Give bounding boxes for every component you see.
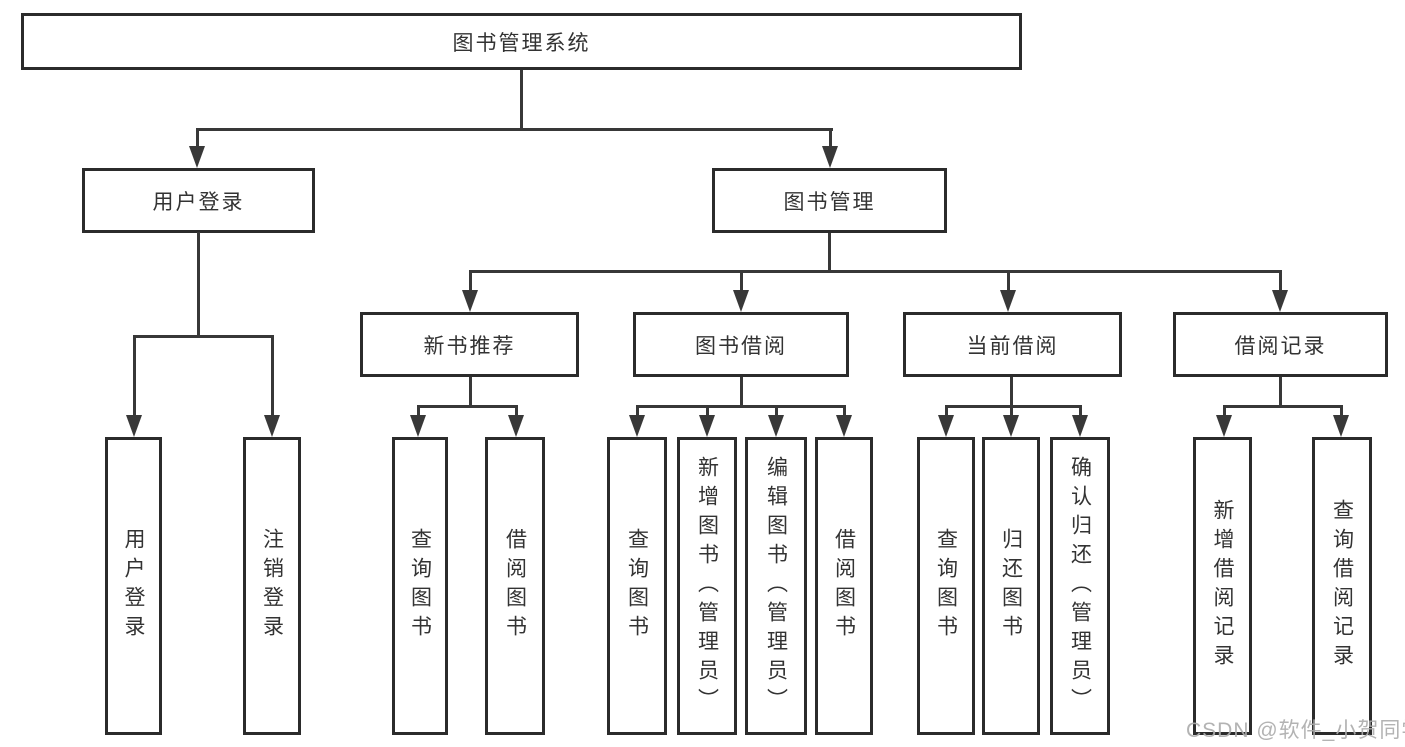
connector-line xyxy=(469,270,472,292)
connector-line xyxy=(843,405,846,417)
connector-line xyxy=(520,70,523,128)
leaf-query-books-current: 查询图书 xyxy=(917,437,975,735)
node-current-borrowing: 当前借阅 xyxy=(903,312,1122,377)
connector-line xyxy=(469,377,472,408)
connector-line xyxy=(1279,377,1282,408)
connector-line xyxy=(271,335,274,415)
connector-line xyxy=(417,405,420,417)
arrow-down-icon xyxy=(126,415,142,437)
leaf-query-books-recommend: 查询图书 xyxy=(392,437,448,735)
leaf-user-login: 用户登录 xyxy=(105,437,162,735)
leaf-add-borrow-record: 新增借阅记录 xyxy=(1193,437,1252,735)
arrow-down-icon xyxy=(733,290,749,312)
node-library-management-system: 图书管理系统 xyxy=(21,13,1022,70)
arrow-down-icon xyxy=(768,415,784,437)
connector-line xyxy=(636,405,845,408)
connector-line xyxy=(1010,377,1013,408)
connector-line xyxy=(133,335,274,338)
node-book-borrowing: 图书借阅 xyxy=(633,312,849,377)
node-new-book-recommend: 新书推荐 xyxy=(360,312,579,377)
arrow-down-icon xyxy=(1000,290,1016,312)
node-borrowing-records: 借阅记录 xyxy=(1173,312,1388,377)
arrow-down-icon xyxy=(836,415,852,437)
connector-line xyxy=(1079,405,1082,417)
arrow-down-icon xyxy=(1333,415,1349,437)
connector-line xyxy=(196,128,199,148)
leaf-query-borrow-record: 查询借阅记录 xyxy=(1312,437,1372,735)
leaf-edit-books-admin: 编辑图书（管理员） xyxy=(745,437,807,735)
leaf-query-books-borrowing: 查询图书 xyxy=(607,437,667,735)
connector-line xyxy=(1279,270,1282,292)
node-book-management: 图书管理 xyxy=(712,168,947,233)
leaf-logout: 注销登录 xyxy=(243,437,301,735)
leaf-return-books: 归还图书 xyxy=(982,437,1040,735)
leaf-borrow-books-recommend: 借阅图书 xyxy=(485,437,545,735)
leaf-add-books-admin: 新增图书（管理员） xyxy=(677,437,737,735)
connector-line xyxy=(196,128,833,131)
connector-line xyxy=(740,270,743,292)
connector-line xyxy=(417,405,517,408)
connector-line xyxy=(740,377,743,408)
connector-line xyxy=(636,405,639,417)
arrow-down-icon xyxy=(1072,415,1088,437)
arrow-down-icon xyxy=(508,415,524,437)
connector-line xyxy=(1223,405,1226,417)
leaf-borrow-books-borrowing: 借阅图书 xyxy=(815,437,873,735)
connector-line xyxy=(829,128,832,148)
connector-line xyxy=(197,232,200,335)
arrow-down-icon xyxy=(629,415,645,437)
connector-line xyxy=(945,405,948,417)
arrow-down-icon xyxy=(189,146,205,168)
arrow-down-icon xyxy=(264,415,280,437)
arrow-down-icon xyxy=(699,415,715,437)
arrow-down-icon xyxy=(1003,415,1019,437)
connector-line xyxy=(945,405,1081,408)
arrow-down-icon xyxy=(822,146,838,168)
leaf-confirm-return-admin: 确认归还（管理员） xyxy=(1050,437,1110,735)
arrow-down-icon xyxy=(1272,290,1288,312)
connector-line xyxy=(1007,270,1010,292)
csdn-watermark: CSDN @软件_小贺同学 xyxy=(1186,719,1405,742)
arrow-down-icon xyxy=(462,290,478,312)
connector-line xyxy=(1340,405,1343,417)
connector-line xyxy=(133,335,136,415)
arrow-down-icon xyxy=(938,415,954,437)
connector-line xyxy=(515,405,518,417)
connector-line xyxy=(1223,405,1342,408)
arrow-down-icon xyxy=(410,415,426,437)
connector-line xyxy=(828,233,831,271)
node-user-login: 用户登录 xyxy=(82,168,315,233)
connector-line xyxy=(706,405,709,417)
connector-line xyxy=(469,270,1282,273)
connector-line xyxy=(775,405,778,417)
arrow-down-icon xyxy=(1216,415,1232,437)
connector-line xyxy=(1010,405,1013,417)
